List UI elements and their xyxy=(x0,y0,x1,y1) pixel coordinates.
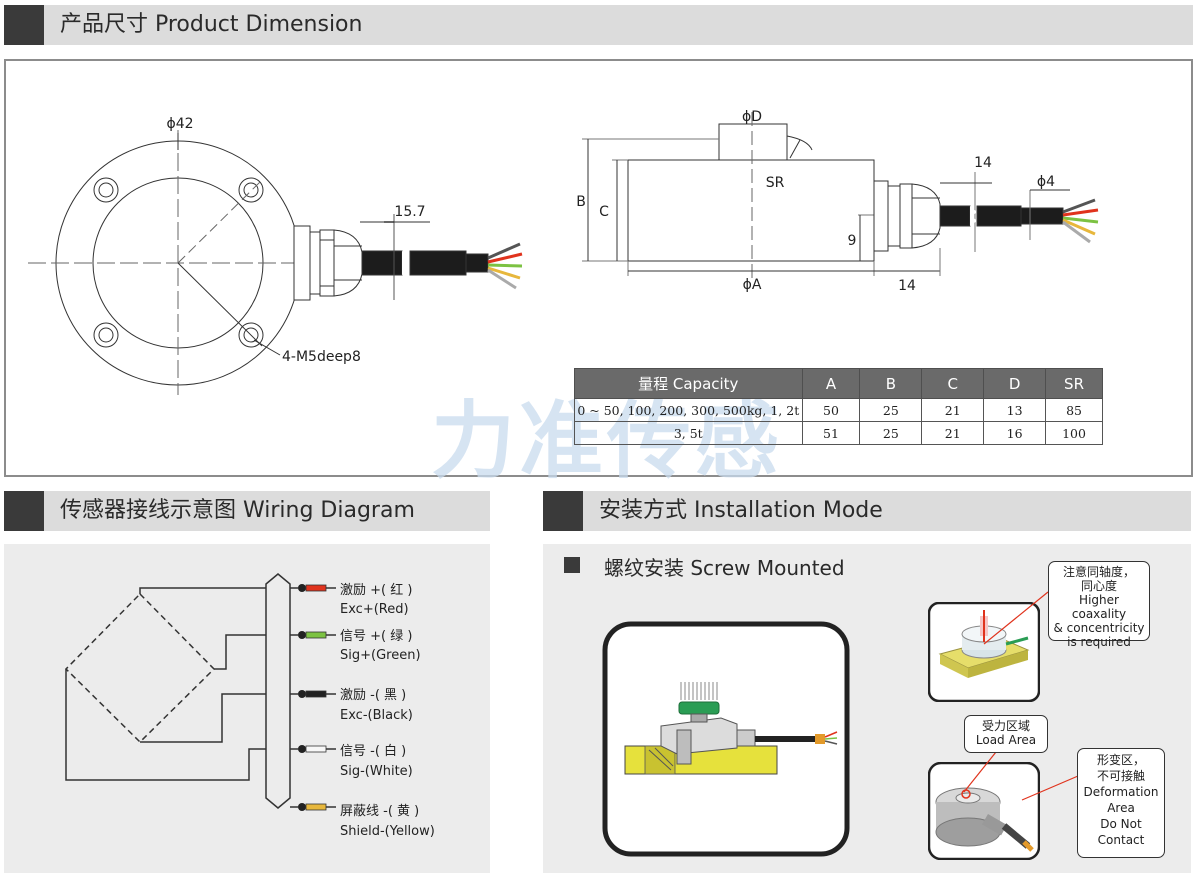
callout-leaders xyxy=(963,591,1079,801)
screw-mount-illustration xyxy=(602,621,850,857)
callout-line: Area xyxy=(1107,801,1135,815)
dimension-section-header: 产品尺寸 Product Dimension xyxy=(4,5,1193,45)
table-row: 0 ~ 50, 100, 200, 300, 500kg, 1, 2t 50 2… xyxy=(574,398,1103,422)
table-cell: 16 xyxy=(983,421,1047,445)
table-cell: 85 xyxy=(1045,398,1103,422)
table-cell: 25 xyxy=(859,398,923,422)
table-cell: 100 xyxy=(1045,421,1103,445)
side-phi-d-label: ϕD xyxy=(742,109,762,125)
wire-label-en: Exc-(Black) xyxy=(340,708,413,723)
coaxiality-callout: 注意同轴度， 同心度 Higher coaxality & concentric… xyxy=(1048,561,1150,649)
side-fourteen-top-label: 14 xyxy=(974,155,992,171)
install-section-header: 安装方式 Installation Mode xyxy=(543,491,1191,531)
screw-mounted-subtitle: 螺纹安装 Screw Mounted xyxy=(604,556,845,580)
screw-mounted-bullet xyxy=(564,557,580,573)
table-header-row: 量程 Capacity A B C D SR xyxy=(574,368,1103,399)
wiring-section-header: 传感器接线示意图 Wiring Diagram xyxy=(4,491,490,531)
header-tab-marker xyxy=(4,491,44,531)
wire-label-cn: 信号 -( 白 ) xyxy=(340,743,406,759)
wire-label-cn: 屏蔽线 -( 黄 ) xyxy=(340,804,419,819)
table-cell: 50 xyxy=(801,398,861,422)
table-row: 3, 5t 51 25 21 16 100 xyxy=(574,421,1103,445)
wire-terminal-exc-plus xyxy=(298,584,336,592)
callout-line: is required xyxy=(1067,635,1131,649)
side-c-label: C xyxy=(599,204,609,220)
wire-terminal-sig-minus xyxy=(298,745,336,753)
bolt-hole xyxy=(93,177,119,203)
table-cell: 0 ~ 50, 100, 200, 300, 500kg, 1, 2t xyxy=(574,398,803,422)
sensor-body xyxy=(627,159,875,262)
side-phi-a-label: ϕA xyxy=(743,277,762,293)
callout-line: 注意同轴度， xyxy=(1062,565,1135,579)
wiring-diagram: 激励 +( 红 ) Exc+(Red) 信号 +( 绿 ) Sig+(Green… xyxy=(64,573,435,839)
wire-terminal-sig-plus xyxy=(298,631,336,639)
wire-label-cn: 激励 -( 黑 ) xyxy=(340,688,406,703)
wire-label-cn: 激励 +( 红 ) xyxy=(340,582,412,598)
wire-label-en: Shield-(Yellow) xyxy=(340,824,435,839)
side-phi4-label: ϕ4 xyxy=(1037,174,1055,190)
load-button xyxy=(718,123,788,161)
table-header-cell: B xyxy=(859,368,923,399)
table-cell: 3, 5t xyxy=(574,421,803,445)
front-view xyxy=(28,130,523,395)
front-holes-label: 4-M5deep8 xyxy=(282,349,361,365)
callout-line: 不可接触 xyxy=(1096,769,1145,783)
coaxiality-photo xyxy=(928,602,1040,702)
table-header-cell: A xyxy=(801,368,861,399)
table-cell: 51 xyxy=(801,421,861,445)
table-header-cell: SR xyxy=(1045,368,1103,399)
bolt-hole xyxy=(238,322,264,348)
wire-label-en: Sig+(Green) xyxy=(340,648,421,663)
dimension-drawing: 力准传感 xyxy=(28,109,1099,480)
table-cell: 21 xyxy=(921,398,985,422)
wire-label-cn: 信号 +( 绿 ) xyxy=(340,629,412,644)
callout-line: Deformation xyxy=(1083,785,1159,799)
deformation-callout: 形变区， 不可接触 Deformation Area Do Not Contac… xyxy=(1077,748,1165,858)
wiring-diagram-panel xyxy=(4,544,490,873)
front-cable-length-label: 15.7 xyxy=(394,204,425,220)
front-dia-label: ϕ42 xyxy=(166,116,193,132)
wire-label-en: Sig-(White) xyxy=(340,764,413,779)
side-sr-label: SR xyxy=(766,175,785,191)
load-area-photo xyxy=(928,762,1040,860)
side-view xyxy=(582,112,1099,280)
callout-line: Contact xyxy=(1097,833,1145,847)
wire-label-en: Exc+(Red) xyxy=(340,602,409,617)
load-area-callout: 受力区域 Load Area xyxy=(964,715,1048,753)
callout-line: & concentricity xyxy=(1053,621,1145,635)
capacity-spec-table: 量程 Capacity A B C D SR 0 ~ 50, 100, 200,… xyxy=(574,368,1103,445)
side-b-label: B xyxy=(576,194,586,210)
dimension-section-title: 产品尺寸 Product Dimension xyxy=(60,12,363,37)
table-header-cell: C xyxy=(921,368,985,399)
callout-line: 形变区， xyxy=(1096,753,1145,767)
side-nine-label: 9 xyxy=(848,233,857,249)
side-fourteen-bottom-label: 14 xyxy=(898,278,916,294)
bolt-hole xyxy=(238,177,264,203)
table-cell: 21 xyxy=(921,421,985,445)
callout-line: 同心度 xyxy=(1080,579,1117,593)
header-tab-marker xyxy=(543,491,583,531)
wire-terminal-exc-minus xyxy=(298,690,336,698)
table-cell: 25 xyxy=(859,421,923,445)
wiring-section-title: 传感器接线示意图 Wiring Diagram xyxy=(60,498,415,523)
table-header-cell: D xyxy=(983,368,1047,399)
callout-line: Higher coaxality xyxy=(1071,593,1127,621)
table-header-cell: 量程 Capacity xyxy=(574,368,803,399)
table-cell: 13 xyxy=(983,398,1047,422)
install-section-title: 安装方式 Installation Mode xyxy=(599,498,883,523)
callout-line: 受力区域 xyxy=(981,719,1030,733)
wire-terminal-shield xyxy=(298,803,336,811)
callout-line: Load Area xyxy=(975,733,1037,747)
callout-line: Do Not xyxy=(1100,817,1142,831)
bolt-hole xyxy=(93,322,119,348)
header-tab-marker xyxy=(4,5,44,45)
